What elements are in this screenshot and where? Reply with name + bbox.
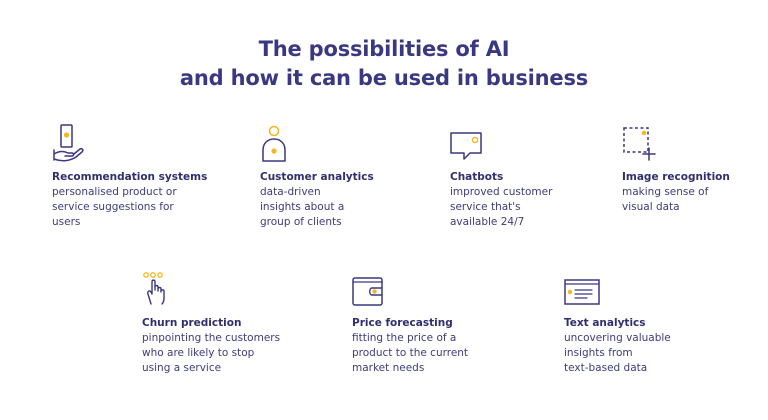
card-heading: Image recognition [622, 171, 730, 183]
card-description: data-driven insights about a group of cl… [260, 186, 345, 228]
page-title: The possibilities of AI [258, 37, 510, 61]
text-document-icon [564, 279, 600, 305]
card-recommendation-systems: Recommendation systems personalised prod… [52, 124, 222, 230]
card-text-analytics: Text analytics uncovering valuable insig… [564, 270, 734, 376]
card-heading: Customer analytics [260, 171, 374, 183]
user-icon [262, 125, 286, 162]
card-heading: Text analytics [564, 317, 646, 329]
card-description: uncovering valuable insights from text-b… [564, 332, 671, 374]
pointing-hand-icon [143, 272, 165, 305]
card-heading: Churn prediction [142, 317, 242, 329]
image-selection-icon [623, 127, 656, 161]
card-description: improved customer service that's availab… [450, 186, 553, 228]
card-chatbots: Chatbots improved customer service that'… [450, 124, 620, 230]
card-description: making sense of visual data [622, 186, 709, 213]
wallet-icon [352, 277, 383, 306]
card-churn-prediction: Churn prediction pinpointing the custome… [142, 270, 312, 376]
card-description: personalised product or service suggesti… [52, 186, 177, 228]
card-customer-analytics: Customer analytics data-driven insights … [260, 124, 430, 230]
card-heading: Recommendation systems [52, 171, 208, 183]
card-price-forecasting: Price forecasting fitting the price of a… [352, 270, 522, 376]
chat-bubble-icon [450, 132, 482, 160]
page-subtitle: and how it can be used in business [179, 66, 589, 90]
card-heading: Chatbots [450, 171, 504, 183]
card-heading: Price forecasting [352, 317, 453, 329]
card-description: fitting the price of a product to the cu… [352, 332, 469, 374]
card-description: pinpointing the customers who are likely… [142, 332, 281, 374]
card-image-recognition: Image recognition making sense of visual… [622, 124, 768, 215]
hand-phone-icon [53, 124, 84, 162]
